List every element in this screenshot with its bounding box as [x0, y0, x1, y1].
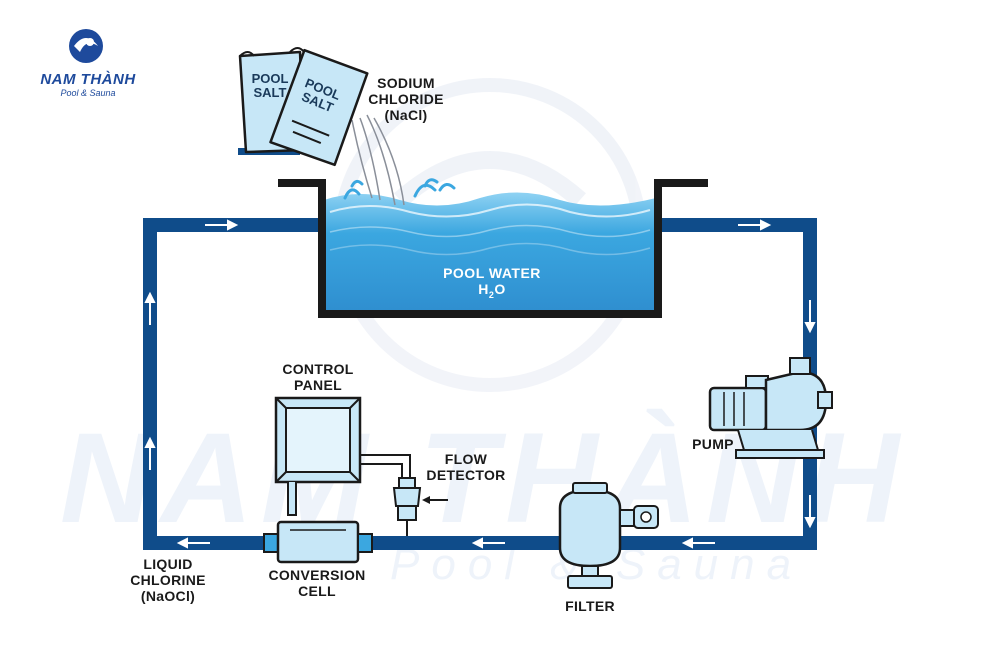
h2o-h: H: [478, 281, 489, 297]
salt-bag-icon: [269, 48, 369, 167]
label-line: SODIUM: [377, 75, 435, 91]
flow-arrow-icon: [804, 495, 816, 529]
label-sodium-chloride: SODIUM CHLORIDE (NaCl): [358, 75, 454, 123]
bag-label-1: POOL SALT: [248, 72, 292, 100]
label-line: CELL: [298, 583, 336, 599]
bag-label-line2: SALT: [253, 85, 287, 100]
h2o-o: O: [494, 281, 506, 297]
bag-label-line1: POOL: [251, 71, 289, 86]
detector-cable: [360, 454, 411, 478]
panel-cable: [287, 482, 297, 516]
logo-name: NAM THÀNH: [40, 71, 136, 88]
label-line: PUMP: [692, 436, 734, 452]
flow-detector-icon: [392, 477, 422, 536]
label-line: CONTROL: [282, 361, 354, 377]
label-line: PANEL: [294, 377, 342, 393]
label-control-panel: CONTROL PANEL: [270, 361, 366, 393]
pointer-arrow-icon: [422, 496, 448, 504]
label-line: FILTER: [565, 598, 615, 614]
label-flow-detector: FLOW DETECTOR: [418, 451, 514, 483]
conversion-cell-icon: [263, 520, 373, 564]
flow-arrow-icon: [176, 537, 210, 549]
logo-swirl-icon: [69, 29, 103, 63]
flow-arrow-icon: [144, 291, 156, 325]
label-line: LIQUID: [143, 556, 193, 572]
flow-arrows: [144, 219, 816, 549]
flow-arrow-icon: [144, 436, 156, 470]
label-filter: FILTER: [555, 598, 625, 614]
label-line: DETECTOR: [426, 467, 506, 483]
label-liquid-chlorine: LIQUID CHLORINE (NaOCl): [118, 556, 218, 604]
label-line: (NaCl): [384, 107, 428, 123]
label-line: FLOW: [444, 451, 488, 467]
label-line: (NaOCl): [140, 588, 196, 604]
label-line: CHLORIDE: [368, 91, 444, 107]
h2o-2: 2: [488, 289, 495, 300]
pump-icon: [708, 357, 833, 459]
flow-arrow-icon: [205, 219, 239, 231]
label-pump: PUMP: [688, 436, 738, 452]
control-panel-icon: [274, 396, 362, 484]
flow-arrow-icon: [738, 219, 772, 231]
salt-stream: [351, 114, 405, 206]
label-line: CHLORINE: [130, 572, 206, 588]
label-pool-water: POOL WATER H2O: [392, 265, 592, 303]
flow-arrow-icon: [471, 537, 505, 549]
label-line: CONVERSION: [268, 567, 366, 583]
pool-basin: [278, 178, 708, 318]
flow-arrow-icon: [681, 537, 715, 549]
pool-water-text: POOL WATER: [443, 265, 541, 281]
h2o-formula: H2O: [392, 281, 592, 303]
filter-icon: [558, 482, 659, 589]
flow-arrow-icon: [804, 300, 816, 334]
label-conversion-cell: CONVERSION CELL: [262, 567, 372, 599]
logo-tagline: Pool & Sauna: [60, 88, 116, 98]
